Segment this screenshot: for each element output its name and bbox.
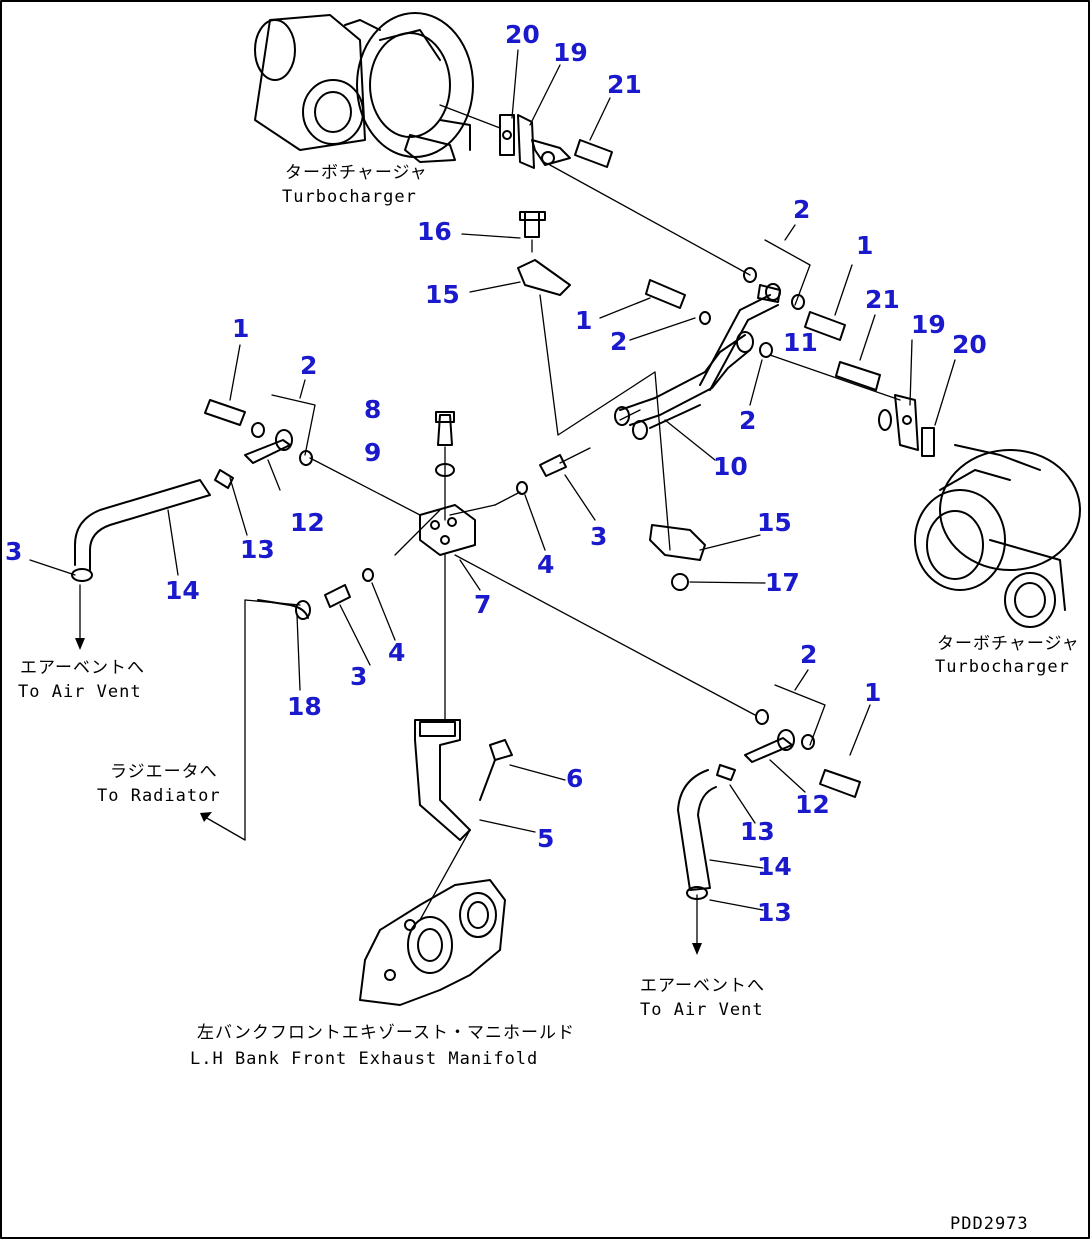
turbocharger-right-label-en: Turbocharger xyxy=(935,657,1070,677)
callout-2c: 2 xyxy=(300,351,318,380)
callout-3a: 3 xyxy=(590,522,608,551)
callout-6: 6 xyxy=(566,764,584,793)
callout-15a: 15 xyxy=(425,280,460,309)
callout-3b: 3 xyxy=(5,537,23,566)
manifold-label-en: L.H Bank Front Exhaust Manifold xyxy=(190,1049,539,1069)
air-vent-right-label-jp: エアーベントへ xyxy=(640,976,765,996)
callout-15b: 15 xyxy=(757,508,792,537)
hose-left-group xyxy=(71,399,313,582)
drawing-code: PDD2973 xyxy=(950,1214,1029,1234)
callout-10: 10 xyxy=(713,452,748,481)
parts-top-clamp xyxy=(499,114,613,169)
turbocharger-top-label-jp: ターボチャージャ xyxy=(285,163,428,183)
callout-11: 11 xyxy=(783,328,818,357)
hose-right-group xyxy=(677,709,861,900)
clamp-15-top xyxy=(517,211,571,296)
parts-upper-right-bolt-group xyxy=(645,267,881,391)
callout-9: 9 xyxy=(364,438,382,467)
callout-13b: 13 xyxy=(740,817,775,846)
callout-5: 5 xyxy=(537,824,555,853)
air-vent-left-label-en: To Air Vent xyxy=(18,682,142,702)
block-7-drawing xyxy=(419,411,476,556)
callout-12b: 12 xyxy=(795,790,830,819)
callout-1a: 1 xyxy=(856,231,874,260)
callout-brackets xyxy=(271,239,826,746)
callout-2d: 2 xyxy=(739,406,757,435)
arrowheads xyxy=(75,638,702,955)
air-vent-right-label-en: To Air Vent xyxy=(640,1000,764,1020)
callout-2b: 2 xyxy=(610,327,628,356)
air-vent-left-label-jp: エアーベントへ xyxy=(20,658,145,678)
callout-1d: 1 xyxy=(864,678,882,707)
callout-13a: 13 xyxy=(240,535,275,564)
exhaust-manifold-drawing xyxy=(359,879,506,1006)
callout-19a: 19 xyxy=(553,38,588,67)
callout-2e: 2 xyxy=(800,640,818,669)
callout-14b: 14 xyxy=(757,852,792,881)
turbocharger-top-drawing xyxy=(254,12,474,163)
callout-leaders xyxy=(29,49,956,911)
callout-4a: 4 xyxy=(537,550,555,579)
callout-8: 8 xyxy=(364,395,382,424)
callout-1b: 1 xyxy=(575,306,593,335)
callout-20a: 20 xyxy=(505,20,540,49)
fittings-middle xyxy=(257,454,567,620)
callout-16: 16 xyxy=(417,217,452,246)
parts-right-clamp xyxy=(878,394,935,457)
radiator-label-jp: ラジエータへ xyxy=(110,762,218,782)
callout-19b: 19 xyxy=(911,310,946,339)
turbocharger-right-label-jp: ターボチャージャ xyxy=(937,634,1080,654)
callout-21a: 21 xyxy=(607,70,642,99)
radiator-label-en: To Radiator xyxy=(97,786,221,806)
clamp-15-bottom xyxy=(649,524,706,591)
callout-7: 7 xyxy=(474,590,492,619)
callout-20b: 20 xyxy=(952,330,987,359)
callout-21b: 21 xyxy=(865,285,900,314)
callout-12a: 12 xyxy=(290,508,325,537)
bracket-5-drawing xyxy=(414,719,513,841)
manifold-label-jp: 左バンクフロントエキゾースト・マニホールド xyxy=(197,1023,575,1043)
pipe-10-drawing xyxy=(614,283,781,440)
callout-17: 17 xyxy=(765,568,800,597)
callout-3c: 3 xyxy=(350,662,368,691)
callout-14a: 14 xyxy=(165,576,200,605)
callout-1c: 1 xyxy=(232,314,250,343)
callout-18: 18 xyxy=(287,692,322,721)
turbocharger-right-drawing xyxy=(914,444,1081,628)
callout-4b: 4 xyxy=(388,638,406,667)
callout-13c: 13 xyxy=(757,898,792,927)
turbocharger-top-label-en: Turbocharger xyxy=(282,187,417,207)
callout-2a: 2 xyxy=(793,195,811,224)
